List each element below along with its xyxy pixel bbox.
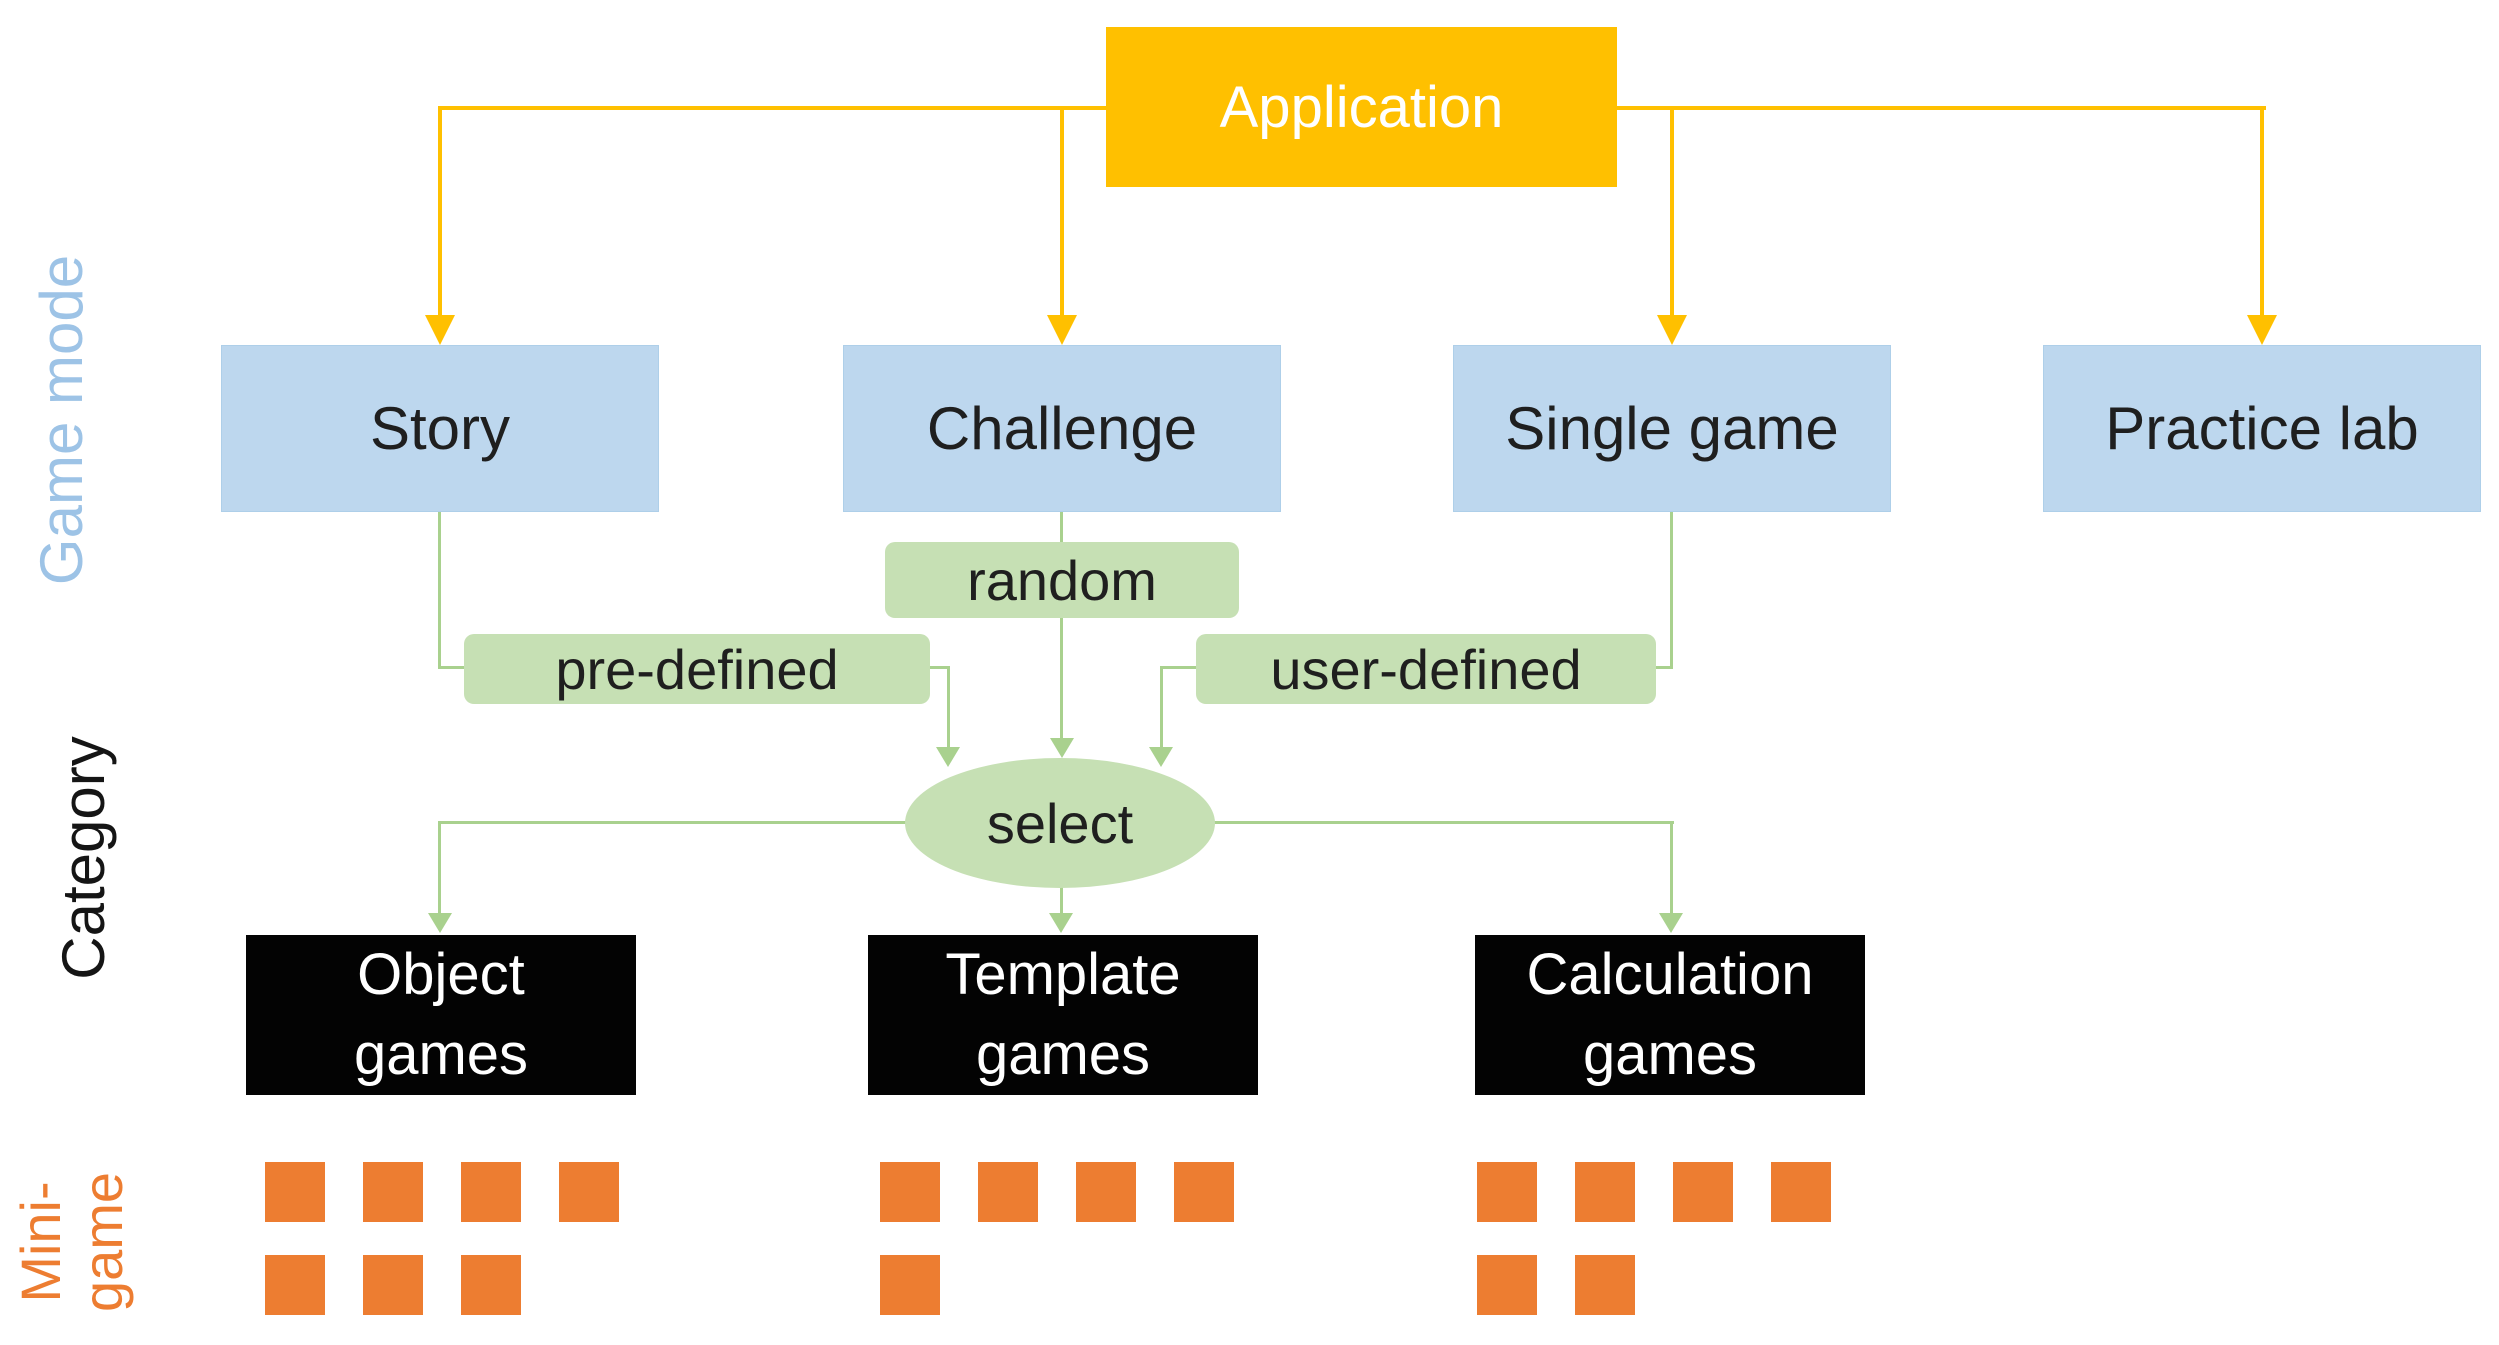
arrowhead-predefined-select: [936, 747, 960, 767]
node-user-defined: user-defined: [1196, 634, 1656, 704]
node-calculation-games: Calculation games: [1475, 935, 1865, 1095]
connector-app-single-vertical: [1670, 106, 1674, 317]
connector-userdefined-out: [1160, 666, 1198, 669]
mini-game-square: [265, 1162, 325, 1222]
connector-challenge-down: [1060, 512, 1063, 738]
node-pre-defined: pre-defined: [464, 634, 930, 704]
connector-single-down: [1670, 512, 1673, 668]
row-label-mini-game-line2: game: [71, 1171, 134, 1313]
mini-games-calculation: [1477, 1162, 1831, 1315]
arrowhead-template-games: [1049, 913, 1073, 933]
mini-game-square: [1771, 1162, 1831, 1222]
arrowhead-challenge: [1047, 315, 1077, 345]
connector-single-userdefined-elbow: [1656, 666, 1673, 669]
row-label-mini-game-line1: Mini-: [9, 1181, 72, 1303]
row-label-category: Category: [50, 736, 117, 980]
node-story: Story: [221, 345, 659, 512]
mini-game-square: [880, 1255, 940, 1315]
mini-games-template: [880, 1162, 1234, 1315]
mini-game-square: [461, 1162, 521, 1222]
mini-game-square: [363, 1255, 423, 1315]
node-object-games: Object games: [246, 935, 636, 1095]
mini-games-object: [265, 1162, 619, 1315]
mini-game-square: [880, 1162, 940, 1222]
arrowhead-single-game: [1657, 315, 1687, 345]
node-random: random: [885, 542, 1239, 618]
mini-game-square: [461, 1255, 521, 1315]
arrowhead-userdefined-select: [1149, 747, 1173, 767]
connector-app-left-horizontal: [438, 106, 1108, 110]
template-games-line1: Template: [945, 941, 1181, 1007]
arrowhead-calculation-games: [1659, 913, 1683, 933]
mini-game-square: [1477, 1255, 1537, 1315]
calculation-games-line2: games: [1582, 1022, 1758, 1087]
mini-game-square: [1575, 1255, 1635, 1315]
node-select: select: [905, 758, 1215, 888]
connector-app-story-vertical: [438, 106, 442, 317]
object-games-line2: games: [353, 1022, 529, 1087]
node-single-game: Single game: [1453, 345, 1891, 512]
calculation-games-line1: Calculation: [1526, 941, 1814, 1007]
connector-select-right-horizontal: [1212, 821, 1674, 824]
row-label-mini-game: Mini- game: [9, 1092, 134, 1345]
mini-game-square: [1174, 1162, 1234, 1222]
node-application: Application: [1106, 27, 1617, 187]
connector-app-challenge-vertical: [1060, 106, 1064, 317]
connector-story-predefined-elbow: [438, 666, 466, 669]
node-challenge: Challenge: [843, 345, 1281, 512]
arrowhead-practice-lab: [2247, 315, 2277, 345]
connector-app-right-horizontal: [1615, 106, 2266, 110]
connector-select-calculation-down: [1670, 821, 1673, 915]
mini-game-square: [363, 1162, 423, 1222]
connector-predefined-down: [947, 666, 950, 749]
node-template-games: Template games: [868, 935, 1258, 1095]
arrowhead-object-games: [428, 913, 452, 933]
node-practice-lab: Practice lab: [2043, 345, 2481, 512]
connector-predefined-out: [928, 666, 950, 669]
mini-game-square: [978, 1162, 1038, 1222]
connector-userdefined-down: [1160, 666, 1163, 749]
connector-select-template-down: [1060, 886, 1063, 915]
connector-select-left-horizontal: [438, 821, 908, 824]
object-games-line1: Object: [357, 941, 525, 1007]
mini-game-square: [1575, 1162, 1635, 1222]
template-games-line2: games: [975, 1022, 1151, 1087]
connector-select-object-down: [438, 821, 441, 915]
mini-game-square: [1477, 1162, 1537, 1222]
mini-game-square: [559, 1162, 619, 1222]
arrowhead-story: [425, 315, 455, 345]
mini-game-square: [265, 1255, 325, 1315]
connector-story-down: [438, 512, 441, 668]
connector-app-practice-vertical: [2260, 106, 2264, 317]
arrowhead-random-select: [1050, 738, 1074, 758]
mini-game-square: [1076, 1162, 1136, 1222]
mini-game-square: [1673, 1162, 1733, 1222]
